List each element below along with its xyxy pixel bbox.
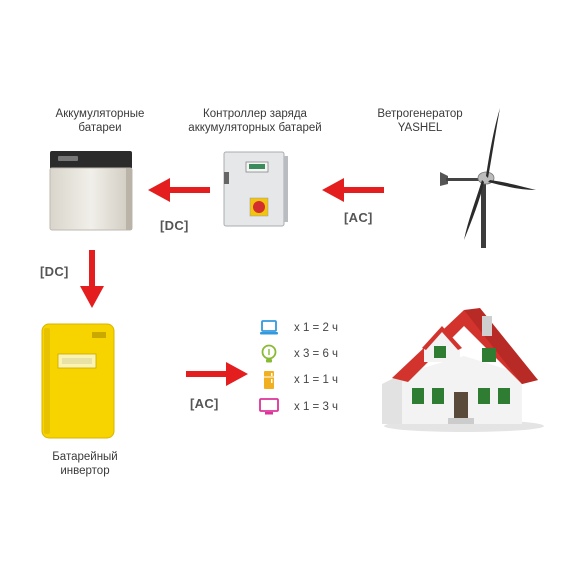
fridge-icon (258, 370, 280, 390)
load-row-fridge: x 1 = 1 ч (258, 370, 338, 390)
wind-generator-label: Ветрогенератор YASHEL (377, 108, 463, 134)
arrow-wind-to-controller (322, 178, 384, 202)
laptop-icon (258, 318, 280, 338)
house-image (372, 302, 548, 434)
lightbulb-icon (258, 344, 280, 364)
wind-turbine-image (420, 100, 540, 250)
load-row-tv: x 1 = 3 ч (258, 397, 338, 417)
controller-label: Контроллер заряда аккумуляторных батарей (188, 108, 322, 134)
battery-inverter-image (38, 320, 120, 442)
tv-icon (258, 397, 280, 417)
tag-wind-to-controller: [AC] (344, 210, 373, 225)
tag-controller-to-batteries: [DC] (160, 218, 189, 233)
load-row-lightbulb: x 3 = 6 ч (258, 344, 338, 364)
arrow-inverter-to-loads (186, 362, 248, 386)
charge-controller-image (222, 150, 290, 230)
tag-batteries-to-inverter: [DC] (40, 264, 69, 279)
battery-unit-image (46, 148, 136, 234)
arrow-batteries-to-inverter (80, 250, 104, 308)
arrow-controller-to-batteries (148, 178, 210, 202)
batteries-label: Аккумуляторные батареи (55, 108, 145, 134)
load-row-laptop: x 1 = 2 ч (258, 318, 338, 338)
inverter-label: Батарейный инвертор (52, 451, 118, 477)
tag-inverter-to-loads: [AC] (190, 396, 219, 411)
